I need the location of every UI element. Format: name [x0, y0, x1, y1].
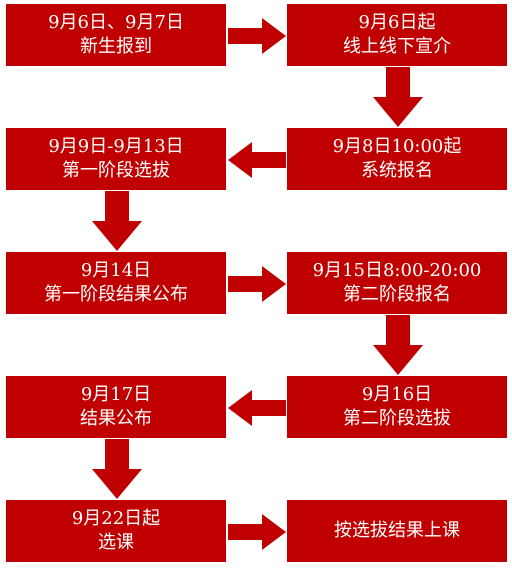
- step-date: 9月9日-9月13日: [48, 135, 184, 157]
- right-arrow-icon: [228, 514, 286, 550]
- step-box-registration: 9月6日、9月7日 新生报到: [6, 4, 226, 66]
- down-arrow-icon: [373, 315, 423, 375]
- step-box-second-selection: 9月16日 第二阶段选拔: [287, 376, 507, 438]
- step-box-promotion: 9月6日起 线上线下宣介: [287, 4, 507, 66]
- step-date: 9月8日10:00起: [332, 135, 462, 157]
- right-arrow-icon: [228, 18, 286, 54]
- left-arrow-icon: [228, 142, 286, 178]
- step-date: 9月16日: [361, 383, 433, 405]
- step-date: 9月6日、9月7日: [48, 11, 184, 33]
- step-date: 9月6日起: [358, 11, 436, 33]
- down-arrow-icon: [92, 191, 142, 251]
- step-date: 9月15日8:00-20:00: [312, 259, 482, 281]
- step-label: 第二阶段报名: [343, 284, 451, 305]
- step-box-classes: 按选拔结果上课: [287, 500, 507, 562]
- step-date: 9月14日: [80, 259, 152, 281]
- step-box-second-registration: 9月15日8:00-20:00 第二阶段报名: [287, 252, 507, 314]
- left-arrow-icon: [228, 390, 286, 426]
- step-label: 线上线下宣介: [343, 36, 451, 57]
- right-arrow-icon: [228, 266, 286, 302]
- step-label: 新生报到: [80, 36, 152, 57]
- step-box-course-selection: 9月22日起 选课: [6, 500, 226, 562]
- step-date: 9月22日起: [71, 507, 161, 529]
- step-box-first-results: 9月14日 第一阶段结果公布: [6, 252, 226, 314]
- step-box-first-selection: 9月9日-9月13日 第一阶段选拔: [6, 128, 226, 190]
- step-label: 第二阶段选拔: [343, 408, 451, 429]
- step-box-final-results: 9月17日 结果公布: [6, 376, 226, 438]
- step-label: 第一阶段选拔: [62, 160, 170, 181]
- step-label: 选课: [98, 532, 134, 553]
- step-label: 按选拔结果上课: [334, 519, 460, 541]
- down-arrow-icon: [373, 67, 423, 127]
- step-date: 9月17日: [80, 383, 152, 405]
- step-box-system-registration: 9月8日10:00起 系统报名: [287, 128, 507, 190]
- step-label: 第一阶段结果公布: [44, 284, 188, 305]
- down-arrow-icon: [92, 439, 142, 499]
- step-label: 系统报名: [361, 160, 433, 181]
- step-label: 结果公布: [80, 408, 152, 429]
